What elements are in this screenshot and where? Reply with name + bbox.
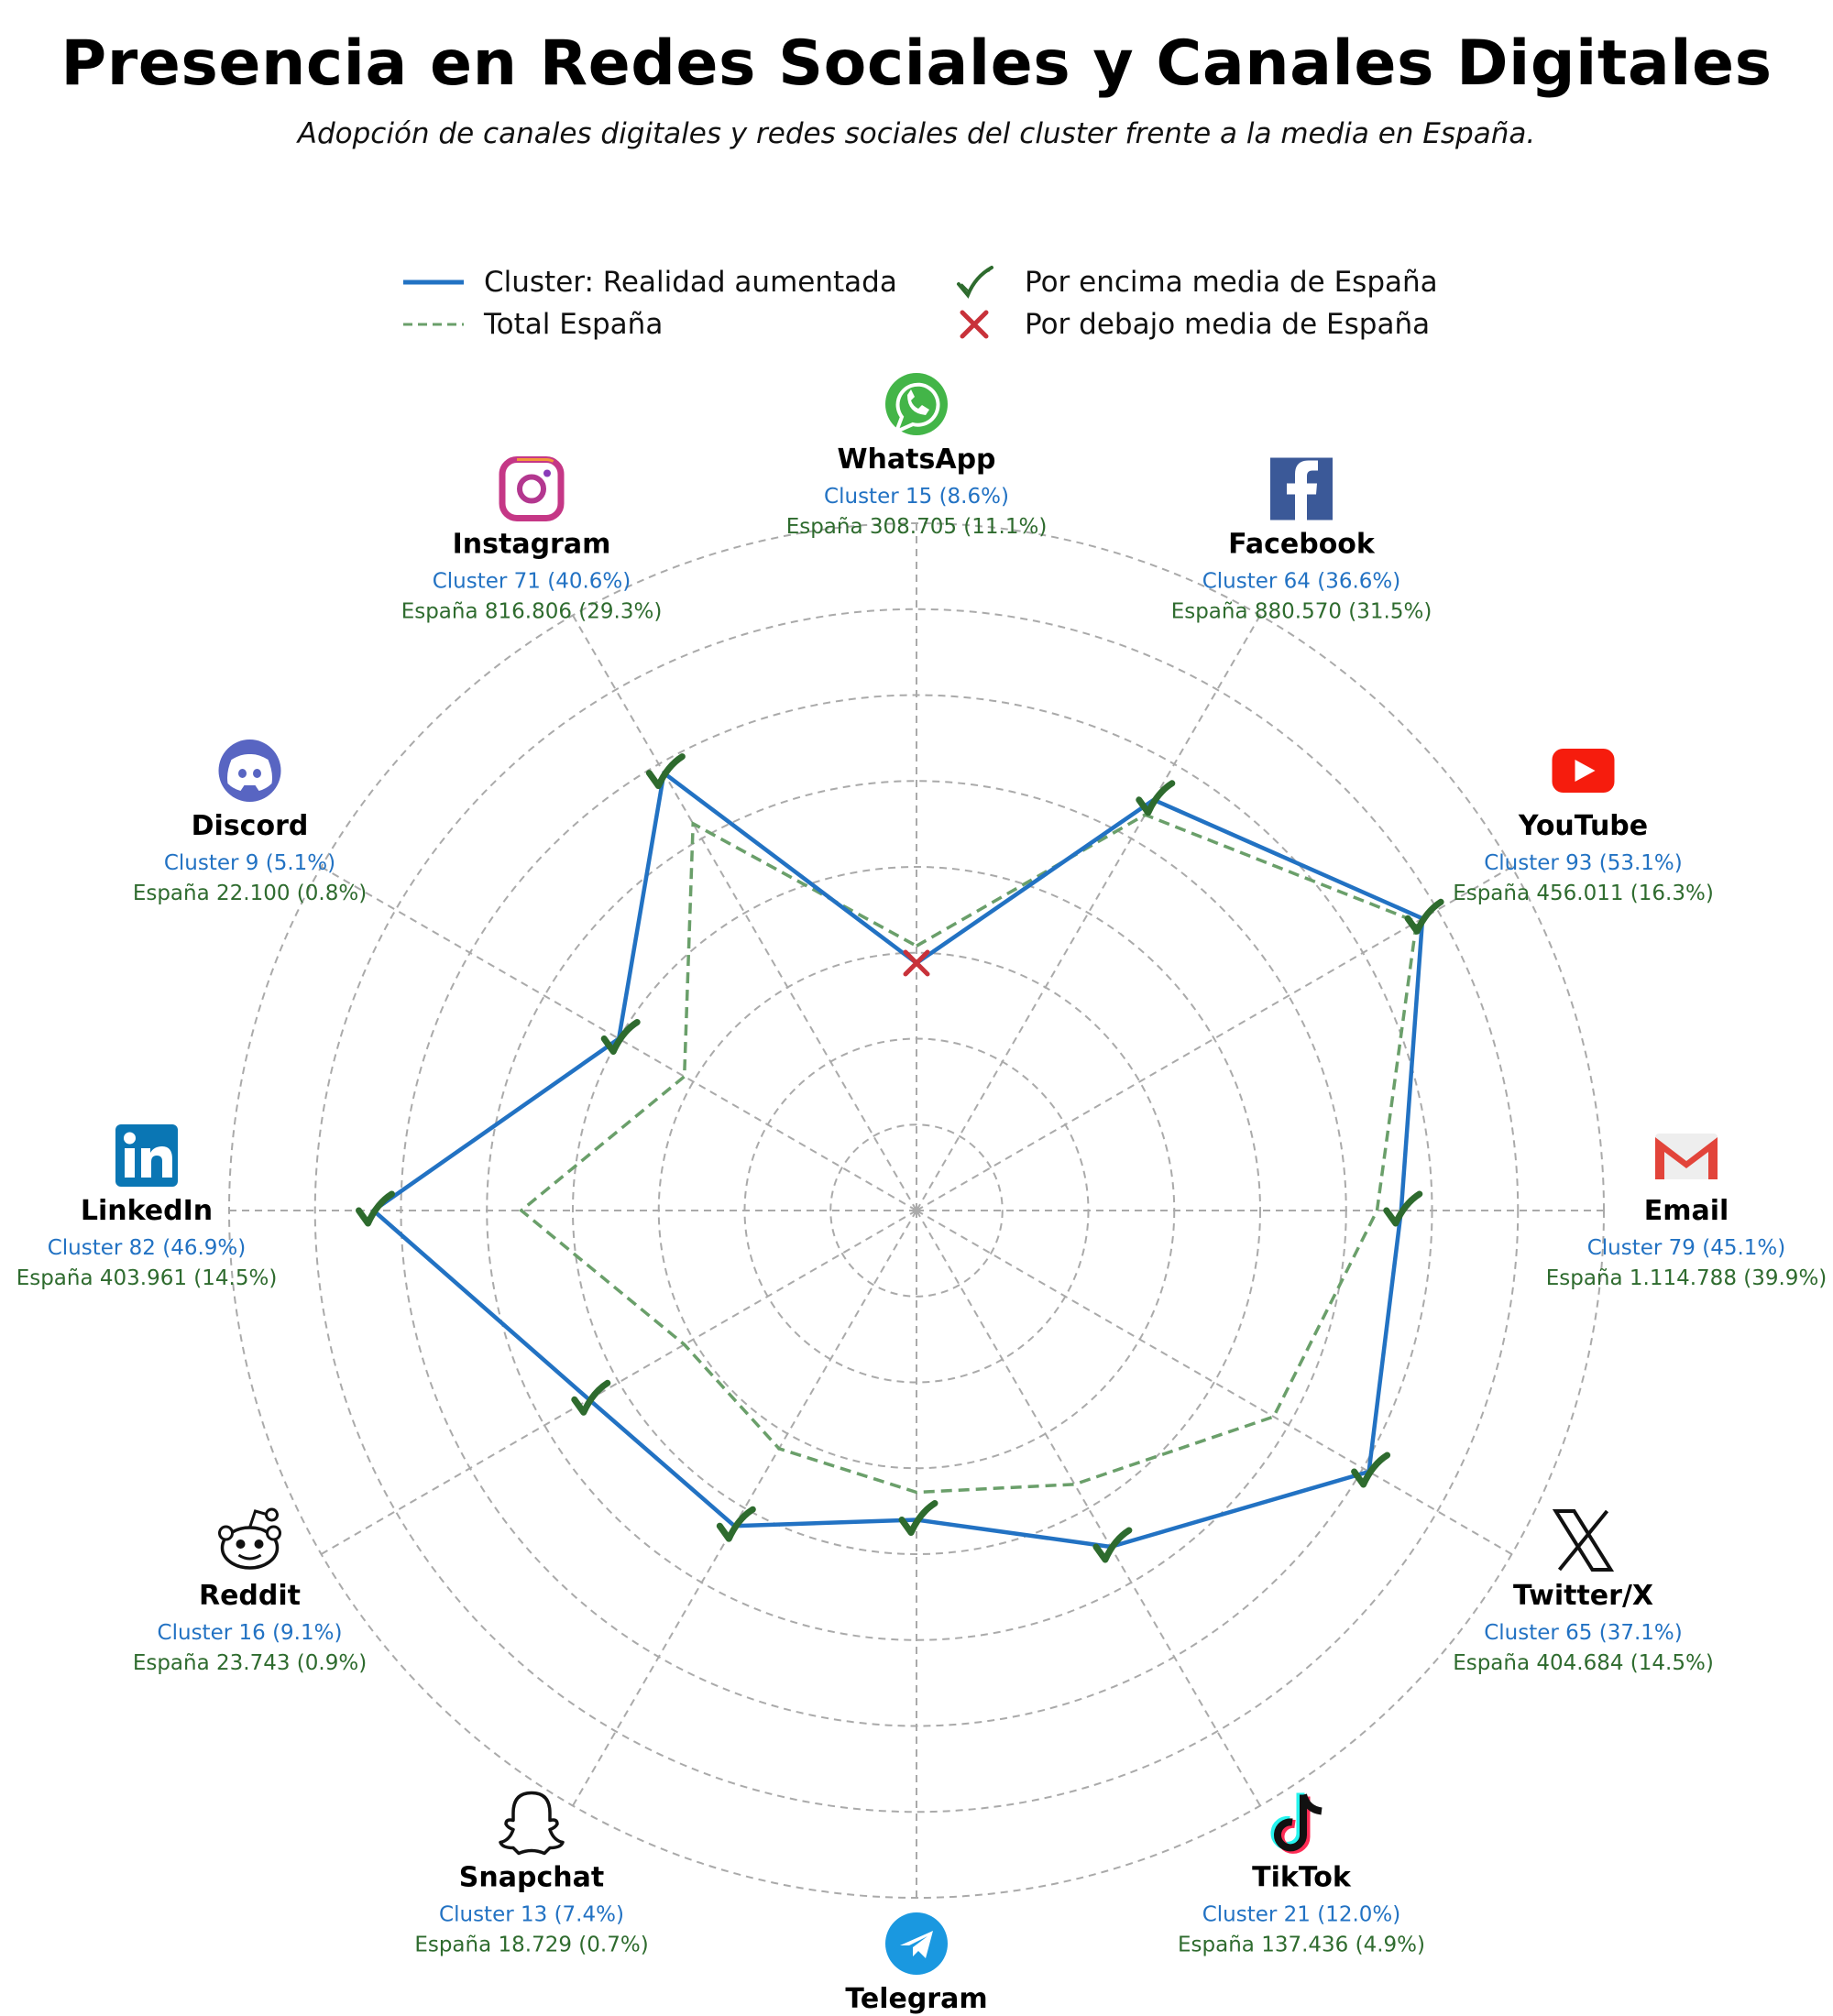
grid-ring	[313, 608, 1520, 1813]
category-name: Email	[1644, 1195, 1729, 1227]
marker-check-icon	[1383, 1190, 1423, 1227]
category-cluster-label: Cluster 93 (53.1%)	[1484, 851, 1683, 875]
x-twitter-icon	[1552, 1509, 1615, 1572]
legend-cluster-line-icon	[403, 268, 464, 296]
legend-cluster-label: Cluster: Realidad aumentada	[484, 266, 897, 299]
series-cluster-line	[371, 771, 1425, 1550]
grid-ring	[572, 866, 1261, 1555]
category-spain-label: España 308.705 (11.1%)	[786, 515, 1048, 539]
category-cluster-label: Cluster 82 (46.9%)	[48, 1236, 247, 1260]
radar-markers	[356, 753, 1444, 1563]
category-cluster-label: Cluster 65 (37.1%)	[1484, 1621, 1683, 1645]
category-name: Twitter/X	[1513, 1580, 1653, 1612]
category-name: Instagram	[453, 529, 611, 561]
legend-cross-icon	[944, 310, 1004, 339]
series-spain-line	[519, 813, 1419, 1495]
category-spain-label: España 22.100 (0.8%)	[133, 882, 367, 905]
whatsapp-icon	[885, 373, 948, 435]
category-cluster-label: Cluster 13 (7.4%)	[439, 1903, 624, 1927]
linkedin-icon	[115, 1124, 178, 1187]
grid-ring	[829, 1123, 1004, 1298]
chart-subtitle: Adopción de canales digitales y redes so…	[297, 117, 1536, 150]
category-cluster-label: Cluster 15 (8.6%)	[824, 485, 1009, 509]
marker-check-icon	[356, 1190, 395, 1227]
legend-cluster: Cluster: Realidad aumentada	[403, 266, 897, 299]
category-cluster-label: Cluster 64 (36.6%)	[1202, 570, 1401, 594]
marker-check-icon	[898, 1500, 938, 1536]
marker-check-icon	[1351, 1452, 1391, 1488]
legend-spain: Total España	[403, 308, 663, 341]
category-spain-label: España 404.684 (14.5%)	[1453, 1651, 1714, 1675]
category-name: Snapchat	[459, 1862, 604, 1894]
category-spain-label: España 1.114.788 (39.9%)	[1546, 1266, 1828, 1290]
category-name: YouTube	[1518, 810, 1648, 842]
legend-below-label: Por debajo media de España	[1025, 308, 1431, 341]
gmail-icon	[1655, 1134, 1718, 1179]
youtube-icon	[1552, 749, 1615, 793]
category-cluster-label: Cluster 71 (40.6%)	[433, 570, 631, 594]
legend-check-icon	[944, 266, 1004, 299]
marker-check-icon	[600, 1019, 641, 1055]
reddit-icon	[218, 1507, 281, 1570]
category-name: Discord	[192, 810, 309, 842]
legend-above: Por encima media de España	[944, 266, 1438, 299]
legend-below: Por debajo media de España	[944, 308, 1430, 341]
facebook-icon	[1270, 457, 1333, 520]
category-name: LinkedIn	[81, 1195, 213, 1227]
marker-check-icon	[571, 1379, 611, 1416]
radar-grid	[228, 522, 1605, 1899]
snapchat-icon	[499, 1791, 565, 1856]
category-cluster-label: Cluster 16 (9.1%)	[158, 1621, 343, 1645]
marker-check-icon	[716, 1506, 756, 1542]
marker-cross-icon	[903, 949, 930, 977]
marker-check-icon	[1404, 898, 1444, 935]
category-cluster-label: Cluster 79 (45.1%)	[1587, 1236, 1786, 1260]
category-spain-label: España 403.961 (14.5%)	[16, 1266, 278, 1290]
legend: Cluster: Realidad aumentada Total España…	[403, 266, 1448, 357]
legend-spain-dash-icon	[403, 311, 464, 338]
category-spain-label: España 456.011 (16.3%)	[1453, 882, 1714, 905]
telegram-icon	[885, 1912, 948, 1975]
legend-above-label: Por encima media de España	[1025, 266, 1438, 299]
marker-check-icon	[645, 753, 686, 790]
category-spain-label: España 18.729 (0.7%)	[414, 1934, 648, 1957]
marker-check-icon	[1092, 1527, 1133, 1563]
category-spain-label: España 880.570 (31.5%)	[1171, 600, 1432, 624]
category-spain-label: España 137.436 (4.9%)	[1178, 1934, 1425, 1957]
category-cluster-label: Cluster 21 (12.0%)	[1202, 1903, 1401, 1927]
category-name: Facebook	[1228, 529, 1376, 561]
tiktok-icon	[1270, 1792, 1323, 1854]
marker-check-icon	[1136, 780, 1176, 816]
chart-title: Presencia en Redes Sociales y Canales Di…	[60, 27, 1773, 100]
instagram-icon	[499, 456, 565, 521]
discord-icon	[218, 740, 281, 802]
category-name: TikTok	[1252, 1862, 1352, 1894]
category-spain-label: España 816.806 (29.3%)	[401, 600, 663, 624]
category-name: Reddit	[199, 1580, 301, 1612]
category-spain-label: España 23.743 (0.9%)	[133, 1651, 367, 1675]
category-cluster-label: Cluster 9 (5.1%)	[164, 851, 335, 875]
radar-series	[371, 771, 1425, 1550]
category-name: WhatsApp	[837, 444, 995, 476]
legend-spain-label: Total España	[484, 308, 664, 341]
category-name: Telegram	[845, 1983, 987, 2015]
